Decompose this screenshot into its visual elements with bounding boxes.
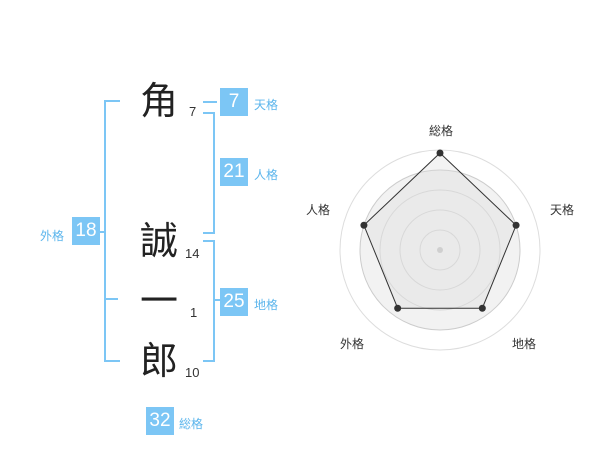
name-char-4: 郎 bbox=[140, 339, 179, 383]
stroke-count-4: 10 bbox=[185, 365, 200, 380]
radar-axis-label-gaikaku: 外格 bbox=[340, 337, 365, 351]
radar-point bbox=[394, 304, 402, 312]
tenkaku-value: 7 bbox=[220, 88, 248, 116]
jinkaku-label: 人格 bbox=[254, 168, 279, 182]
radar-point bbox=[512, 221, 520, 229]
radar-axis-label-jinkaku: 人格 bbox=[306, 203, 331, 217]
radar-axis-label-soukaku: 総格 bbox=[429, 124, 454, 138]
chikaku-label: 地格 bbox=[254, 298, 279, 312]
radar-series bbox=[360, 149, 520, 312]
stroke-count-1: 7 bbox=[189, 104, 197, 119]
radar-point bbox=[478, 304, 486, 312]
soukaku-value: 32 bbox=[146, 407, 174, 435]
radar-ring bbox=[419, 229, 461, 271]
gaikaku-bracket-mid bbox=[104, 298, 118, 300]
tenkaku-bracket bbox=[203, 101, 217, 103]
jinkaku-value: 21 bbox=[220, 158, 248, 186]
jinkaku-bracket bbox=[203, 112, 215, 234]
radar-ring bbox=[399, 209, 481, 291]
radar-polygon bbox=[363, 152, 517, 309]
name-char-1: 角 bbox=[140, 79, 179, 123]
radar-axis-label-tenkaku: 天格 bbox=[550, 203, 575, 217]
gaikaku-bracket bbox=[104, 100, 120, 362]
name-char-3: 一 bbox=[140, 279, 179, 323]
chikaku-value: 25 bbox=[220, 288, 248, 316]
radar-axis-label-chikaku: 地格 bbox=[512, 337, 537, 351]
gaikaku-connector bbox=[98, 231, 105, 233]
tenkaku-label: 天格 bbox=[254, 98, 279, 112]
soukaku-label: 総格 bbox=[179, 417, 204, 431]
gaikaku-label: 外格 bbox=[40, 229, 65, 243]
radar-ring bbox=[379, 189, 501, 311]
gaikaku-value: 18 bbox=[72, 217, 100, 245]
radar-point bbox=[360, 221, 368, 229]
radar-point bbox=[436, 149, 444, 157]
stroke-count-2: 14 bbox=[185, 246, 200, 261]
chikaku-bracket bbox=[203, 240, 215, 362]
radar-center bbox=[437, 247, 443, 253]
chikaku-connector bbox=[214, 299, 220, 301]
name-char-2: 誠 bbox=[140, 219, 179, 263]
stroke-count-3: 1 bbox=[190, 305, 198, 320]
